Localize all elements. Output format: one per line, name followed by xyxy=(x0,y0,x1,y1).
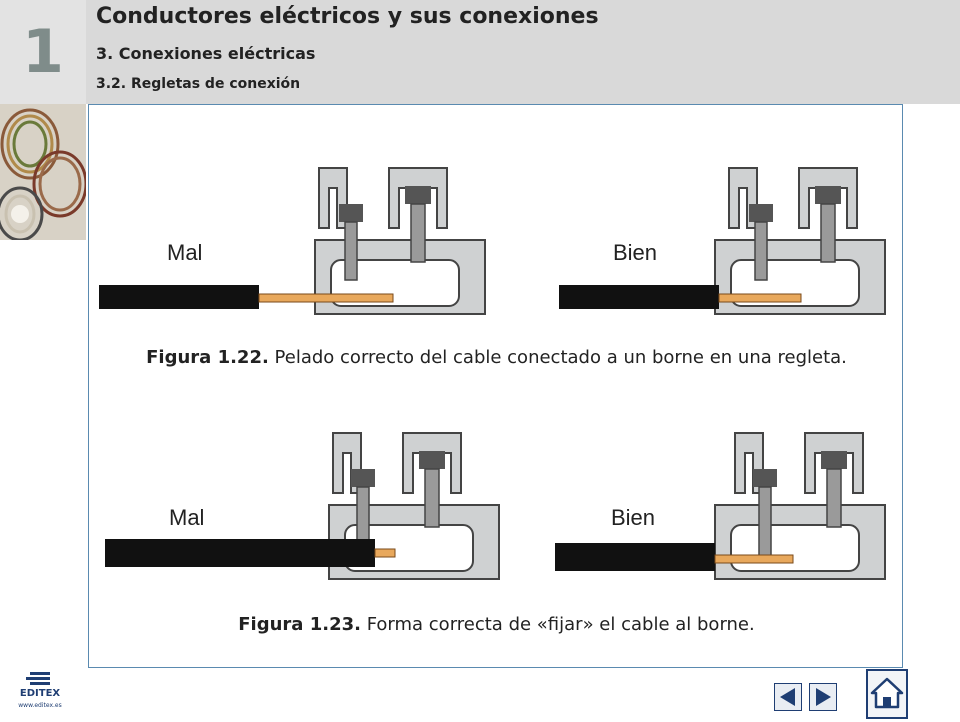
subsection-title: 3.2. Regletas de conexión xyxy=(96,76,301,92)
editex-logo-mark xyxy=(26,672,50,685)
page-title: Conductores eléctricos y sus conexiones xyxy=(96,4,599,29)
triangle-right-icon xyxy=(816,688,831,706)
caption-number: Figura 1.23. xyxy=(238,614,361,635)
terminal-block-wrong xyxy=(99,167,486,315)
section-title: 3. Conexiones eléctricas xyxy=(96,44,316,63)
caption-text: Forma correcta de «fijar» el cable al bo… xyxy=(360,614,755,635)
previous-slide-button[interactable] xyxy=(774,683,802,711)
label-mal-1: Mal xyxy=(167,240,202,265)
content-panel: Mal Bien Figura 1.22. Pelado correcto de… xyxy=(88,104,903,668)
figure-1-23: Mal Bien xyxy=(105,432,886,580)
label-bien-2: Bien xyxy=(611,505,655,530)
terminal-block-wrong-2 xyxy=(105,432,500,580)
terminal-block-right-2 xyxy=(555,432,886,580)
logo-text: EDITEX xyxy=(19,688,61,699)
terminal-block-right xyxy=(559,167,886,315)
figure-1-22-caption: Figura 1.22. Pelado correcto del cable c… xyxy=(89,343,904,373)
figure-1-22: Mal Bien xyxy=(99,167,886,315)
next-slide-button[interactable] xyxy=(809,683,837,711)
editex-logo: EDITEX www.editex.es xyxy=(12,668,68,714)
caption-text: Pelado correcto del cable conectado a un… xyxy=(268,347,847,368)
triangle-left-icon xyxy=(780,688,795,706)
figure-1-23-caption: Figura 1.23. Forma correcta de «fijar» e… xyxy=(89,610,904,640)
logo-url: www.editex.es xyxy=(18,702,62,709)
caption-number: Figura 1.22. xyxy=(146,347,269,368)
label-mal-2: Mal xyxy=(169,505,204,530)
cable-coil-image xyxy=(0,104,86,240)
home-icon xyxy=(870,677,904,709)
header-bar: 1 Conductores eléctricos y sus conexione… xyxy=(0,0,960,104)
home-button[interactable] xyxy=(866,669,908,719)
chapter-number: 1 xyxy=(0,0,86,104)
label-bien-1: Bien xyxy=(613,240,657,265)
